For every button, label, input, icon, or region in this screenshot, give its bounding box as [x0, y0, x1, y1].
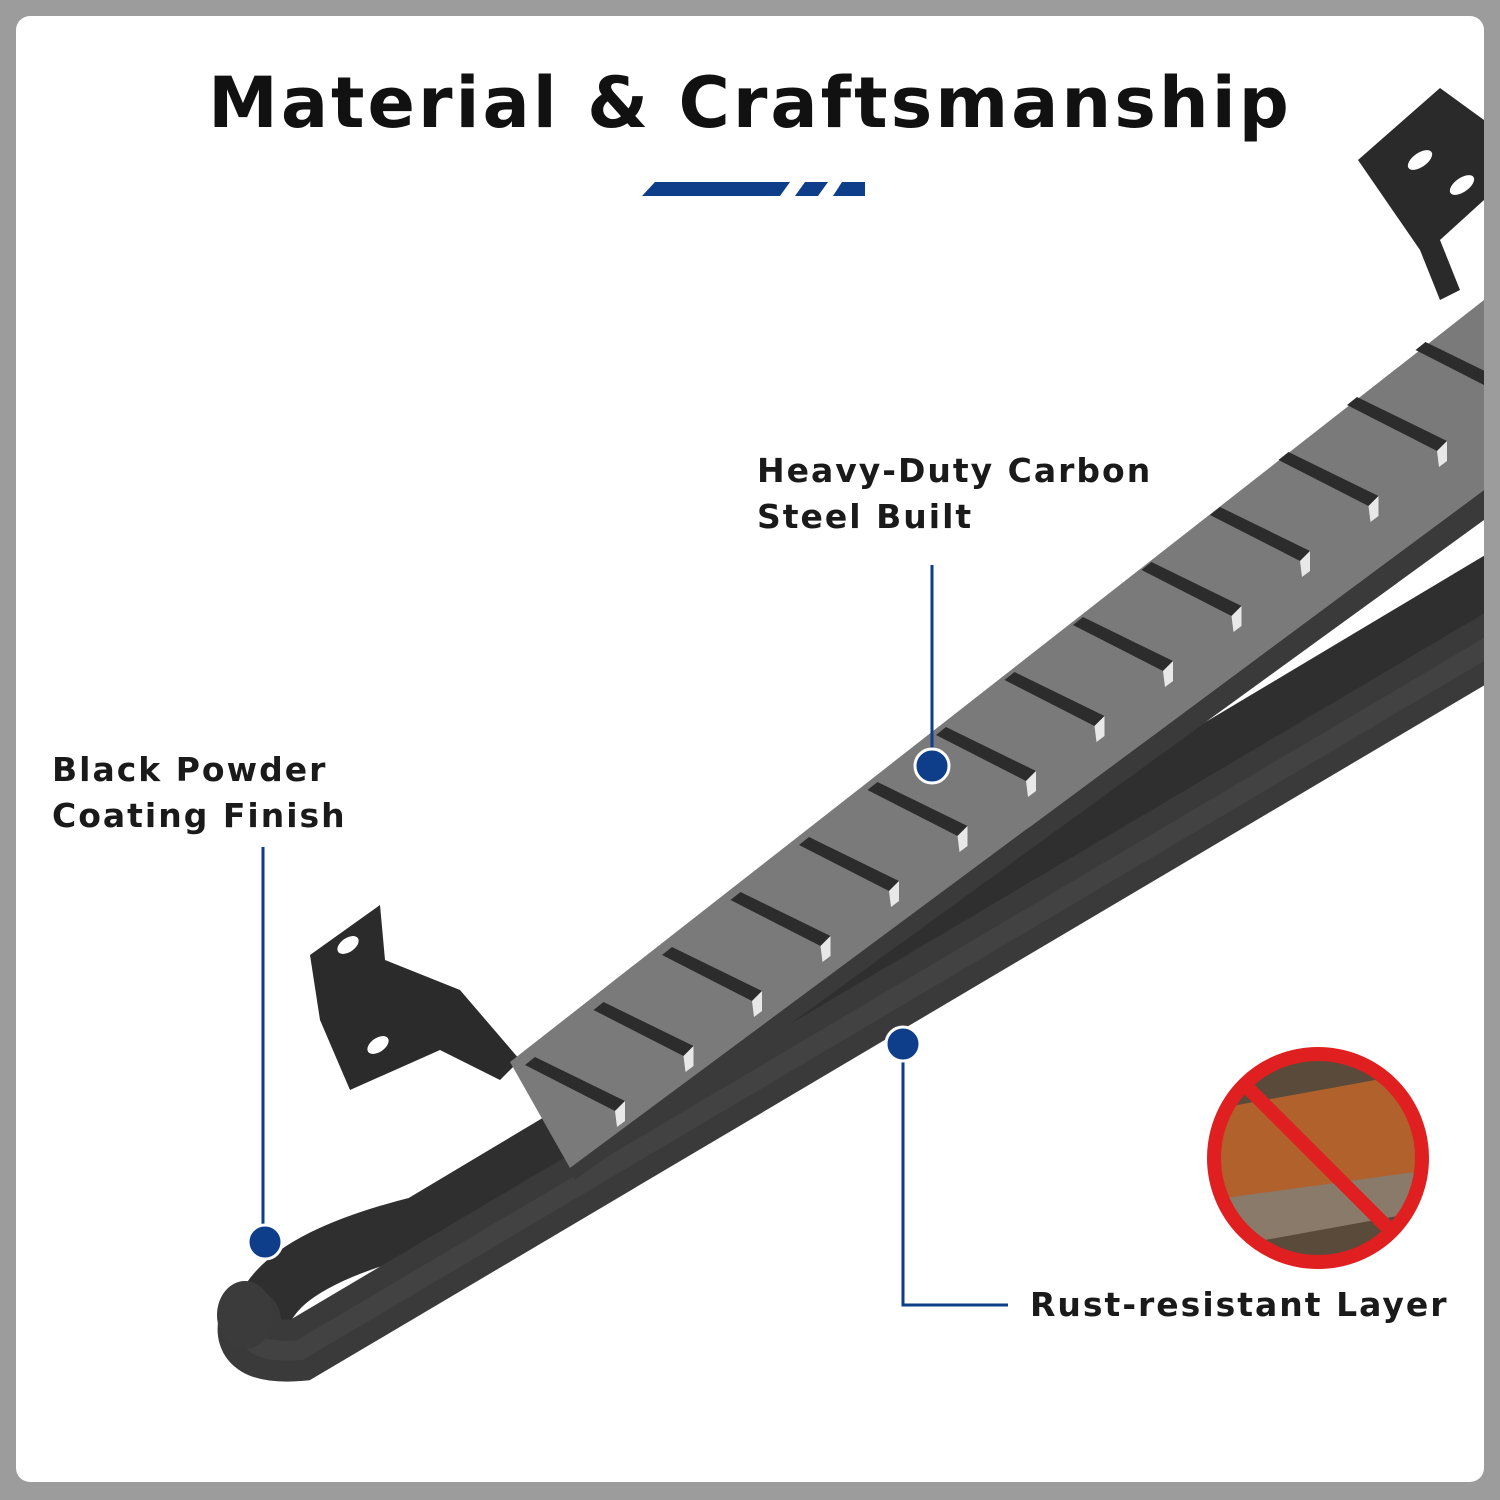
tread-step-highlight: [683, 1046, 694, 1072]
callout-carbon-steel: Heavy-Duty Carbon Steel Built: [757, 448, 1152, 540]
tread-step-highlight: [1300, 551, 1310, 577]
no-rust-icon: [1207, 1047, 1429, 1269]
page-title: Material & Craftsmanship: [208, 62, 1292, 144]
tread-step: [1210, 507, 1310, 561]
tread-step-highlight: [957, 826, 968, 852]
tread-step-highlight: [1231, 606, 1242, 632]
step-board: [510, 287, 1500, 1180]
tread-step: [1141, 562, 1242, 616]
tread-step-highlight: [1437, 441, 1447, 467]
tread-step-highlight: [1026, 771, 1036, 797]
tread-step-highlight: [889, 881, 899, 907]
tread-step-highlight: [1094, 716, 1105, 742]
tread-step: [1484, 287, 1500, 341]
mounting-bracket-left: [310, 905, 520, 1090]
tread-step: [1278, 452, 1379, 506]
tread-step: [799, 837, 899, 891]
tread-step: [593, 1002, 694, 1056]
tread-step-highlight: [1368, 496, 1379, 522]
callout-lines: [261, 565, 1008, 1307]
tread-step: [1347, 397, 1447, 451]
mounting-bracket-top: [1358, 88, 1484, 300]
callout-line: Heavy-Duty Carbon: [757, 451, 1153, 490]
tread-step: [525, 1057, 625, 1111]
callout-line: Black Powder: [52, 750, 328, 789]
callout-powder-coating: Black Powder Coating Finish: [52, 747, 347, 839]
callout-line: Rust-resistant Layer: [1030, 1285, 1449, 1324]
tread-step-highlight: [820, 936, 831, 962]
tread-step: [867, 782, 968, 836]
tread-step-highlight: [1163, 661, 1173, 687]
tread-step: [662, 947, 762, 1001]
callout-line: Steel Built: [757, 497, 974, 536]
tread-step: [1004, 672, 1105, 726]
tread-step: [1415, 342, 1484, 396]
accent-stripe: [642, 182, 865, 196]
tube-frame: [217, 551, 1484, 1382]
callout-rust-resistant: Rust-resistant Layer: [1030, 1282, 1449, 1328]
tread-step-highlight: [752, 991, 762, 1017]
callout-dots: [246, 747, 951, 1261]
callout-line: Coating Finish: [52, 796, 347, 835]
tread-step: [730, 892, 831, 946]
tread-step-highlight: [615, 1101, 625, 1127]
tread-step: [936, 727, 1036, 781]
tread-step: [1073, 617, 1173, 671]
